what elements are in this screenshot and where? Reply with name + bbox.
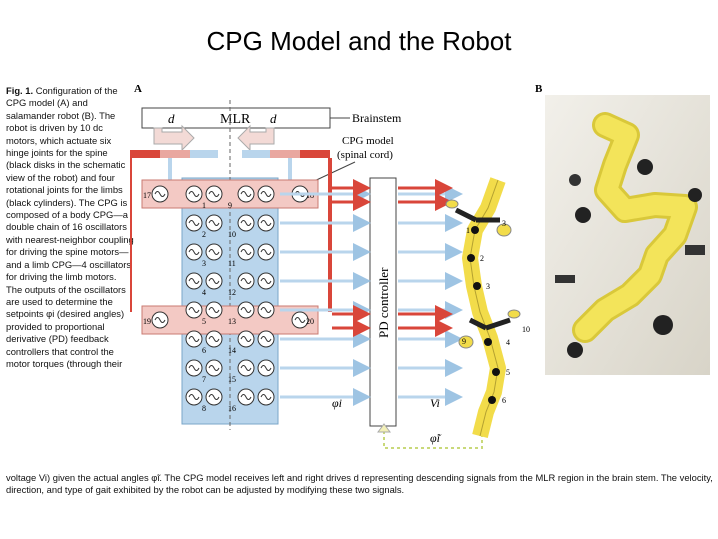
- oscillator-right-15: 15: [228, 359, 255, 384]
- drive-arrow-left: [153, 124, 195, 152]
- svg-text:12: 12: [228, 288, 236, 297]
- spine-joint-3: [473, 282, 481, 290]
- figure-caption: Fig. 1. Configuration of the CPG model (…: [6, 85, 134, 370]
- oscillator-right-b: [257, 272, 275, 290]
- robot-limb-label: 9: [462, 337, 466, 346]
- panel-a-label: A: [134, 83, 142, 95]
- setpoint-arrows: [280, 179, 463, 406]
- svg-text:11: 11: [228, 259, 236, 268]
- oscillator-right-b: [257, 214, 275, 232]
- spine-joint-5: [492, 368, 500, 376]
- robot-photo: [545, 95, 710, 375]
- robot-joint-label: 2: [480, 254, 484, 263]
- phi-tilde-label: φ̃i: [430, 431, 442, 445]
- limb-oscillator-20: [291, 311, 309, 329]
- oscillator-left-1: 1: [202, 185, 223, 210]
- oscillator-left-a: [185, 301, 203, 319]
- oscillator-left-4: 4: [202, 272, 223, 297]
- svg-text:4: 4: [202, 288, 206, 297]
- oscillator-left-3: 3: [202, 243, 223, 268]
- spinal-cord-label: (spinal cord): [337, 149, 393, 161]
- limb-oscillator-label: 20: [306, 317, 314, 326]
- figure-caption-tail: voltage Vi) given the actual angles φ̃i.…: [6, 472, 713, 496]
- oscillator-left-a: [185, 330, 203, 348]
- oscillator-left-8: 8: [202, 388, 223, 413]
- oscillator-right-b: [257, 330, 275, 348]
- oscillator-right-b: [257, 185, 275, 203]
- brainstem-label: Brainstem: [352, 111, 402, 125]
- oscillator-left-7: 7: [202, 359, 223, 384]
- cpg-model-label: CPG model: [342, 135, 394, 147]
- robot-joint-label: 3: [486, 282, 490, 291]
- robot-joint-label: 4: [506, 338, 510, 347]
- svg-text:7: 7: [202, 375, 206, 384]
- svg-text:6: 6: [202, 346, 206, 355]
- oscillator-right-14: 14: [228, 330, 255, 355]
- limb-oscillator-label: 17: [143, 191, 151, 200]
- oscillator-left-a: [185, 185, 203, 203]
- oscillator-right-12: 12: [228, 272, 255, 297]
- oscillator-left-2: 2: [202, 214, 223, 239]
- oscillator-right-16: 16: [228, 388, 255, 413]
- robot-joint-label: 6: [502, 396, 506, 405]
- limb-oscillator-19: [151, 311, 169, 329]
- oscillator-left-5: 5: [202, 301, 223, 326]
- oscillator-left-a: [185, 243, 203, 261]
- pd-controller-label: PD controller: [376, 267, 391, 338]
- slide-title: CPG Model and the Robot: [206, 26, 512, 56]
- phi-label: φi: [332, 396, 342, 410]
- limb-oscillator-label: 19: [143, 317, 151, 326]
- spine-joint-1: [471, 226, 479, 234]
- oscillator-layer: 1234567891011121314151617181920: [143, 185, 314, 413]
- svg-text:8: 8: [202, 404, 206, 413]
- limb-oscillator-17: [151, 185, 169, 203]
- oscillator-left-a: [185, 272, 203, 290]
- robot-schematic: 1 2 3 4 5 6 9 10 3: [445, 177, 530, 438]
- svg-text:15: 15: [228, 375, 236, 384]
- oscillator-right-13: 13: [228, 301, 255, 326]
- robot-joint-label: 1: [466, 226, 470, 235]
- svg-text:9: 9: [228, 201, 232, 210]
- svg-text:5: 5: [202, 317, 206, 326]
- oscillator-right-b: [257, 243, 275, 261]
- cpg-diagram: A MLR d d Brainstem CPG model (spinal co…: [130, 83, 542, 449]
- oscillator-left-a: [185, 359, 203, 377]
- oscillator-right-b: [257, 301, 275, 319]
- oscillator-left-a: [185, 214, 203, 232]
- svg-text:13: 13: [228, 317, 236, 326]
- pd-controller-box: [369, 177, 397, 427]
- oscillator-right-10: 10: [228, 214, 255, 239]
- svg-text:16: 16: [228, 404, 236, 413]
- mlr-label: MLR: [220, 112, 251, 127]
- robot-limb-label: 3: [502, 219, 506, 228]
- spine-joint-2: [467, 254, 475, 262]
- caption-text: Configuration of the CPG model (A) and s…: [6, 85, 134, 369]
- svg-text:2: 2: [202, 230, 206, 239]
- oscillator-left-a: [185, 388, 203, 406]
- voltage-label: Vi: [430, 396, 440, 410]
- svg-text:10: 10: [228, 230, 236, 239]
- drive-right-label: d: [270, 111, 277, 126]
- oscillator-right-b: [257, 388, 275, 406]
- drive-arrow-right: [237, 124, 275, 152]
- figure-label: Fig. 1.: [6, 85, 34, 96]
- oscillator-left-6: 6: [202, 330, 223, 355]
- spine-joint-4: [484, 338, 492, 346]
- panel-b-label: B: [535, 83, 542, 95]
- svg-text:14: 14: [228, 346, 236, 355]
- oscillator-right-11: 11: [228, 243, 255, 268]
- svg-text:1: 1: [202, 201, 206, 210]
- drive-left-label: d: [168, 111, 175, 126]
- robot-limb-label: 10: [522, 325, 530, 334]
- spine-joint-6: [488, 396, 496, 404]
- svg-text:3: 3: [202, 259, 206, 268]
- oscillator-right-9: 9: [228, 185, 255, 210]
- oscillator-right-b: [257, 359, 275, 377]
- robot-joint-label: 5: [506, 368, 510, 377]
